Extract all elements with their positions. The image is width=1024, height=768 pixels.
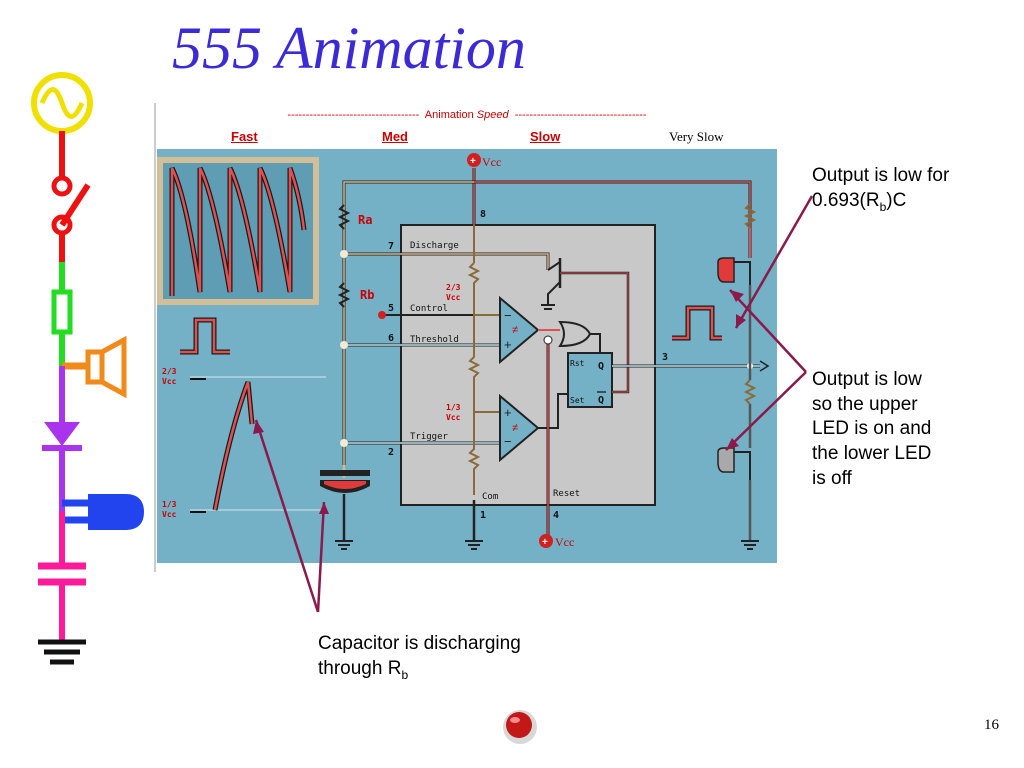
- pin-5-label: 5: [388, 303, 394, 314]
- svg-text:+: +: [470, 156, 476, 167]
- note-output-low-duration: Output is low for 0.693(Rb)C: [812, 164, 949, 215]
- resistor-rb: [337, 282, 351, 308]
- note-1-line-2: 0.693(Rb)C: [812, 189, 949, 215]
- pin-8-label: 8: [480, 209, 486, 220]
- reset-label: Reset: [553, 489, 580, 499]
- fuse-icon: [51, 289, 73, 335]
- svg-text:+: +: [542, 537, 548, 548]
- flip-flop: [567, 352, 613, 408]
- lower-comparator: [499, 393, 540, 463]
- pin-4-label: 4: [553, 510, 559, 521]
- dashes-right: ------------------------------------: [514, 109, 647, 121]
- dashes-left: ------------------------------------: [287, 109, 420, 121]
- svg-text:≠: ≠: [512, 422, 518, 434]
- rb-label: Rb: [360, 288, 374, 302]
- note-3-part-a: through R: [318, 657, 402, 679]
- speed-label: Speed: [476, 109, 509, 121]
- note-3-line-1: Capacitor is discharging: [318, 633, 521, 654]
- vcc-bottom-label: Vcc: [555, 535, 574, 549]
- com-label: Com: [482, 492, 498, 502]
- timing-capacitor: [320, 470, 370, 476]
- discharge-label: Discharge: [410, 241, 459, 251]
- threshold-label: Threshold: [410, 335, 459, 345]
- qbar-label: Q: [598, 395, 604, 406]
- note-2-line-5: is off: [812, 467, 852, 489]
- simulation-panel: 2/3 Vcc 1/3 Vcc + Vcc Ra Rb: [154, 103, 777, 572]
- red-button-icon[interactable]: [506, 712, 532, 738]
- output-pulse-icon: [180, 318, 230, 354]
- ic-one-third-label: 1/3: [446, 403, 461, 412]
- pin-3-label: 3: [662, 352, 668, 363]
- lower-led: [717, 447, 735, 473]
- led-icon: [88, 494, 144, 530]
- speed-very-slow-link[interactable]: Very Slow: [669, 129, 724, 144]
- note-1-part-a: 0.693(R: [812, 189, 880, 211]
- set-label: Set: [570, 396, 585, 405]
- ground-symbols: [335, 540, 759, 550]
- note-led-state: Output is low so the upper LED is on and…: [812, 368, 931, 491]
- ic-two-thirds-vcc: Vcc: [446, 293, 461, 302]
- vcc-bottom-terminal: [539, 534, 553, 548]
- control-label: Control: [410, 304, 448, 314]
- left-symbol-column: [31, 72, 144, 665]
- rst-label: Rst: [570, 359, 585, 368]
- diode-icon: [44, 422, 80, 446]
- annotation-arrows: [253, 195, 814, 613]
- note-2-line-1: Output is low: [812, 369, 922, 390]
- trigger-label: Trigger: [410, 432, 449, 442]
- ic-two-thirds-label: 2/3: [446, 283, 461, 292]
- ic-one-third-vcc: Vcc: [446, 413, 461, 422]
- svg-text:−: −: [504, 434, 512, 449]
- pin-1-label: 1: [480, 510, 486, 521]
- note-3-sub: b: [401, 667, 409, 682]
- note-1-line-1: Output is low for: [812, 165, 950, 186]
- note-capacitor-discharging: Capacitor is discharging through Rb: [318, 632, 521, 683]
- note-2-line-2: so the upper: [812, 393, 918, 415]
- output-pulse-icon-right: [672, 306, 722, 340]
- note-2-line-3: LED is on and: [812, 418, 932, 440]
- pin-6-label: 6: [388, 333, 394, 344]
- or-gate: [558, 320, 592, 348]
- level-two-thirds-label: 2/3: [162, 367, 177, 376]
- switch-icon: [51, 175, 73, 197]
- speed-fast-link[interactable]: Fast: [231, 129, 258, 144]
- capacitor-voltage-trace: [213, 381, 254, 511]
- speed-slow-link[interactable]: Slow: [530, 129, 561, 144]
- animation-speed-bar: ------------------------------------ Ani…: [157, 103, 777, 149]
- animation-label: Animation: [424, 109, 474, 121]
- upper-led: [717, 257, 735, 283]
- note-3-line-2: through Rb: [318, 657, 521, 683]
- page-number: 16: [984, 717, 999, 733]
- ra-label: Ra: [358, 213, 372, 227]
- control-pin-dot: [378, 311, 386, 319]
- slide-title: 555 Animation: [172, 15, 526, 81]
- svg-text:+: +: [504, 405, 512, 420]
- nav-button[interactable]: [503, 710, 537, 744]
- pin-2-label: 2: [388, 447, 394, 458]
- svg-text:+: +: [504, 337, 512, 352]
- upper-comparator: [499, 295, 540, 365]
- note-2-line-4: the lower LED: [812, 443, 932, 465]
- note-1-sub: b: [879, 199, 887, 214]
- vcc-top-label: Vcc: [482, 155, 501, 169]
- svg-text:≠: ≠: [512, 324, 518, 336]
- pin-7-label: 7: [388, 241, 394, 252]
- level-one-third-label: 1/3: [162, 500, 177, 509]
- level-one-third-vcc: Vcc: [162, 510, 177, 519]
- vcc-top-terminal: [467, 153, 481, 167]
- svg-text:−: −: [504, 308, 512, 323]
- level-two-thirds-vcc: Vcc: [162, 377, 177, 386]
- animation-speed-heading: ------------------------------------ Ani…: [157, 109, 777, 121]
- speed-med-link[interactable]: Med: [382, 129, 408, 144]
- q-label: Q: [598, 361, 604, 372]
- note-1-part-b: )C: [886, 189, 907, 211]
- resistor-ra: [337, 204, 351, 230]
